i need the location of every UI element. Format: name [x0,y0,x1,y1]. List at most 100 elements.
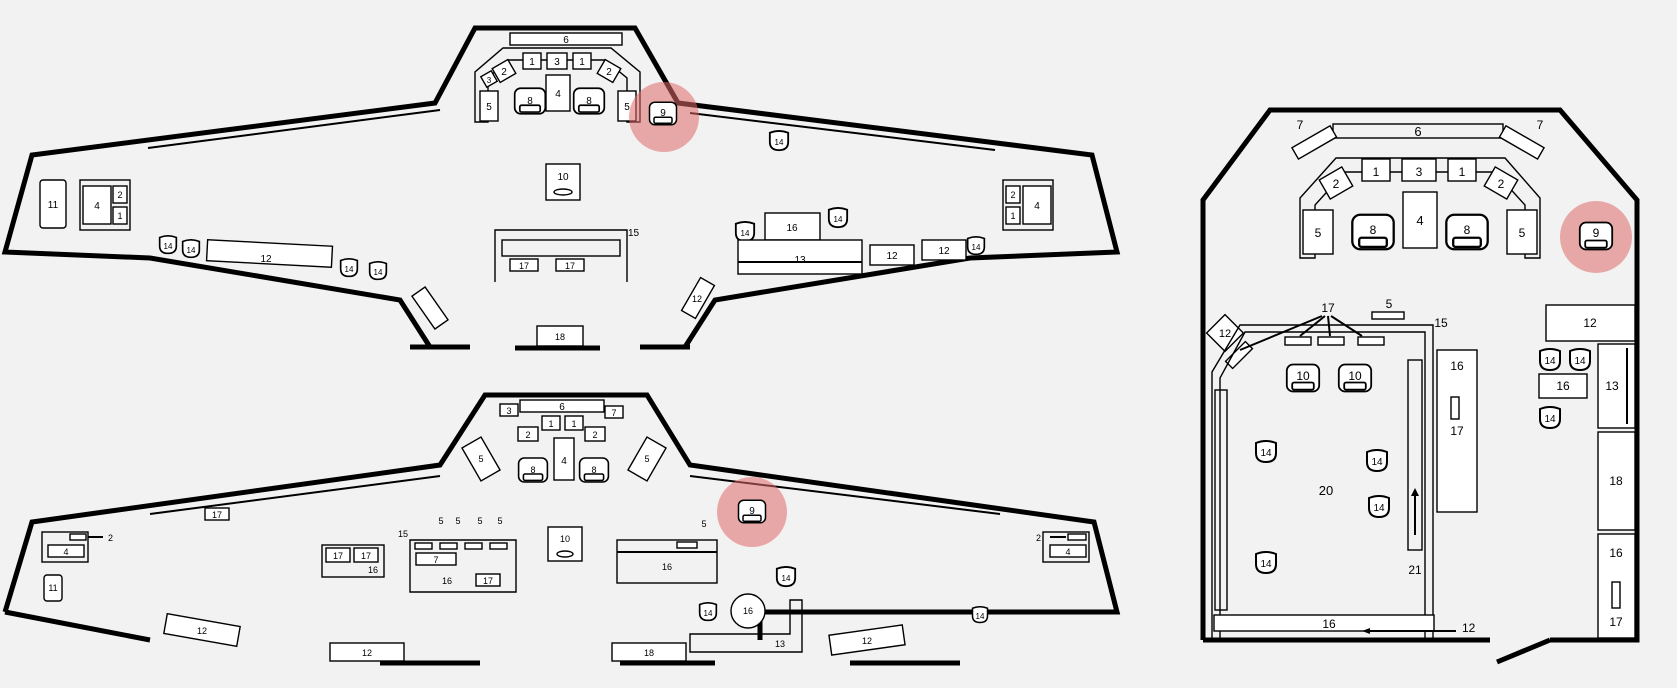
label-5: 5 [497,516,502,526]
label-17: 17 [1609,615,1623,629]
label-5: 5 [478,454,483,464]
label-14: 14 [164,242,173,251]
label-14: 14 [1544,356,1556,367]
label-2: 2 [108,533,113,543]
label-14: 14 [187,246,196,255]
label-7: 7 [433,555,438,565]
label-17: 17 [565,261,575,271]
label-16: 16 [662,562,672,572]
label-1: 1 [529,57,535,68]
label-5: 5 [455,516,460,526]
label-17: 17 [519,261,529,271]
label-16: 16 [1609,546,1623,560]
label-18: 18 [644,648,654,658]
label-2: 2 [1498,177,1505,191]
label-14: 14 [976,612,985,621]
label-10: 10 [1296,369,1310,383]
label-14: 14 [741,229,750,238]
label-2: 2 [606,67,612,78]
label-11: 11 [48,200,59,211]
label-16: 16 [786,223,798,234]
label-16: 16 [1322,617,1336,631]
label-2: 2 [592,430,597,440]
label-16: 16 [442,576,452,586]
label-10: 10 [557,172,569,183]
label-13: 13 [794,255,806,266]
label-4: 4 [94,201,100,212]
label-7: 7 [611,408,616,418]
label-5: 5 [477,516,482,526]
label-12: 12 [362,648,372,658]
label-17: 17 [1321,301,1335,315]
hull-outline [1,25,1121,349]
deck-plan-upper: 6 1 3 1 2 2 3 5 5 4 8 8 9 11 4 2 1 4 2 1… [1,25,1121,351]
label-17: 17 [212,510,222,520]
label-4: 4 [561,456,567,467]
label-13: 13 [1605,379,1619,393]
label-17: 17 [483,576,493,586]
label-5: 5 [438,516,443,526]
label-12: 12 [886,251,898,262]
label-17: 17 [333,551,343,561]
label-14: 14 [345,265,354,274]
label-4: 4 [555,89,561,100]
label-21: 21 [1408,563,1422,577]
label-20: 20 [1319,483,1333,498]
label-17: 17 [1450,424,1464,438]
label-1: 1 [579,57,585,68]
label-2: 2 [1333,177,1340,191]
label-9: 9 [1593,226,1600,240]
label-14: 14 [782,574,791,583]
label-2: 2 [117,190,122,200]
label-16: 16 [743,606,753,616]
label-1: 1 [117,211,122,221]
label-5: 5 [644,454,649,464]
label-12: 12 [862,636,872,646]
label-14: 14 [1260,559,1272,570]
label-15: 15 [1434,316,1448,330]
label-4: 4 [1416,213,1423,228]
label-5: 5 [1519,226,1526,240]
label-14: 14 [834,215,843,224]
label-1: 1 [548,419,553,429]
label-1: 1 [1010,211,1015,221]
label-16: 16 [1450,359,1464,373]
deck-plan-lower: 6 3 7 1 1 2 2 4 5 5 8 8 9 17 2 4 11 2 4 … [2,392,1121,666]
label-6: 6 [1414,124,1421,139]
label-12: 12 [938,246,950,257]
label-3: 3 [487,76,492,85]
label-4: 4 [63,547,68,557]
label-2: 2 [525,430,530,440]
label-16: 16 [368,565,378,575]
label-5: 5 [1315,226,1322,240]
label-5: 5 [701,519,706,529]
label-8: 8 [527,96,533,107]
label-8: 8 [586,96,592,107]
label-4: 4 [1034,201,1040,212]
label-14: 14 [1574,356,1586,367]
label-2: 2 [501,67,507,78]
label-1: 1 [571,419,576,429]
label-14: 14 [1260,448,1272,459]
hull-outline [2,392,1121,640]
label-9: 9 [749,506,755,517]
label-16: 16 [1556,379,1570,393]
label-14: 14 [1373,503,1385,514]
label-14: 14 [1544,414,1556,425]
label-18: 18 [1609,474,1623,488]
label-6: 6 [559,402,565,413]
label-14: 14 [704,609,713,618]
label-12: 12 [1219,328,1231,340]
label-12: 12 [1583,316,1597,330]
label-15: 15 [398,529,408,539]
label-12: 12 [1462,621,1476,635]
label-14: 14 [775,138,784,147]
label-11: 11 [48,583,57,593]
label-7: 7 [1537,118,1544,132]
label-14: 14 [972,243,981,252]
label-4: 4 [1065,547,1070,557]
label-1: 1 [1459,165,1466,179]
label-8: 8 [530,465,535,475]
label-3: 3 [506,406,511,416]
